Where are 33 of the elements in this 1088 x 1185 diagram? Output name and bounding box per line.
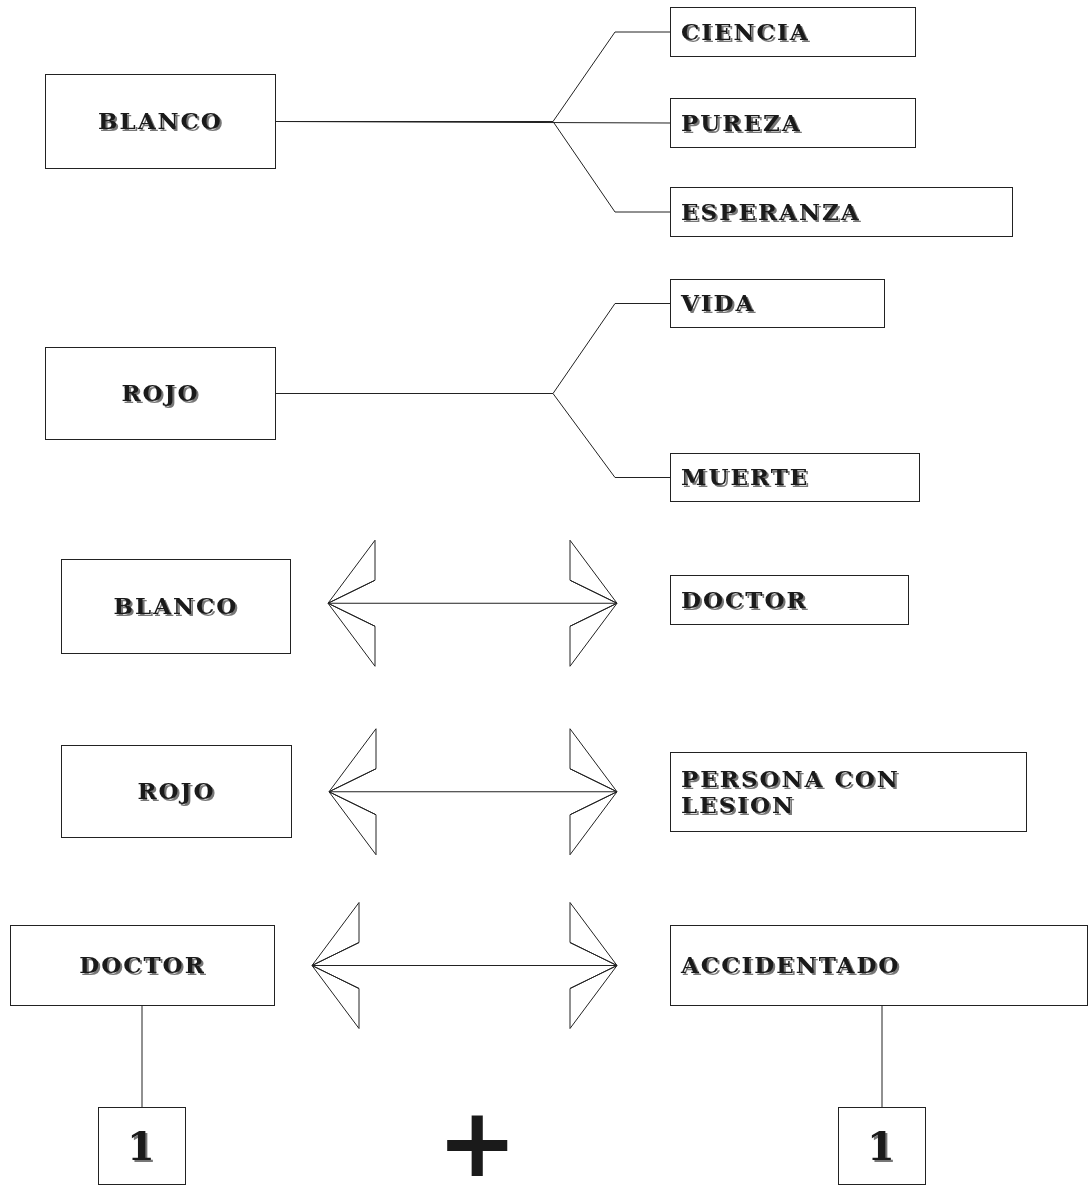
box-label: DOCTOR xyxy=(681,586,808,614)
connector-line xyxy=(881,1005,883,1108)
box-label: 1 xyxy=(127,1123,157,1169)
text-box xyxy=(45,347,276,440)
box-label: BLANCO xyxy=(98,108,223,135)
box-label: ESPERANZA xyxy=(681,198,861,226)
text-box xyxy=(61,745,292,838)
box-label: BLANCO xyxy=(113,593,239,620)
box-label: ACCIDENTADO xyxy=(681,952,901,979)
text-box xyxy=(10,925,275,1006)
text-box xyxy=(670,187,1013,237)
text-box xyxy=(670,453,920,502)
text-box xyxy=(670,925,1088,1006)
text-box xyxy=(670,575,909,625)
text-box xyxy=(45,74,276,169)
box-label: PERSONA CON LESION xyxy=(681,765,901,819)
text-box xyxy=(838,1107,926,1185)
box-label: ROJO xyxy=(137,778,216,805)
box-label: ROJO xyxy=(121,380,200,407)
text-box xyxy=(670,7,916,57)
box-label: PUREZA xyxy=(681,109,802,137)
box-label: CIENCIA xyxy=(681,18,810,46)
text-box xyxy=(61,559,291,654)
text-box xyxy=(670,98,916,148)
text-box xyxy=(98,1107,186,1185)
box-label: 1 xyxy=(867,1123,897,1169)
plus-sign: + xyxy=(437,1095,518,1185)
text-box xyxy=(670,279,885,328)
box-label: MUERTE xyxy=(681,464,810,491)
box-label: VIDA xyxy=(681,290,756,317)
text-box xyxy=(670,752,1027,832)
connector-line xyxy=(141,1005,143,1108)
box-label: DOCTOR xyxy=(79,952,206,979)
